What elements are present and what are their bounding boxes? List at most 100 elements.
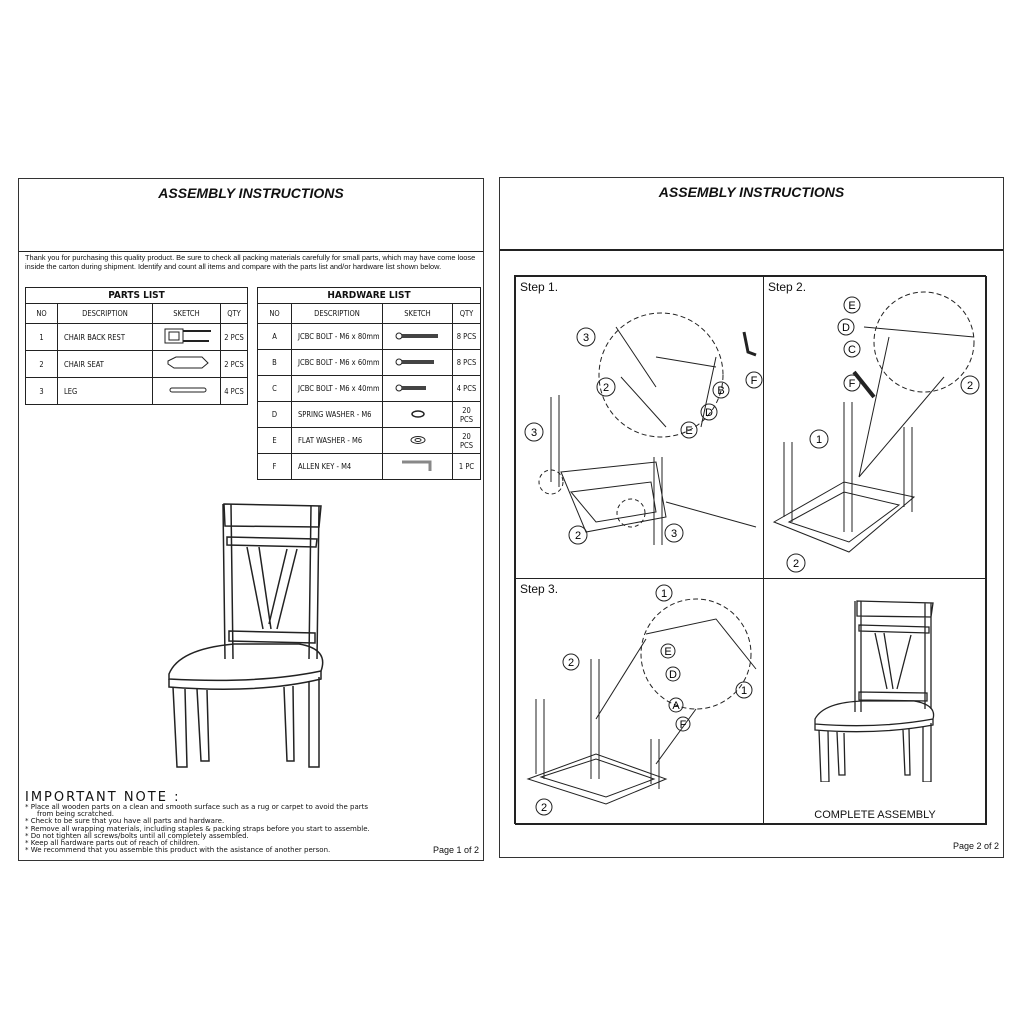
- col-header: NO: [25, 303, 58, 324]
- col-header: QTY: [220, 303, 248, 324]
- callout-label: 2: [603, 382, 609, 394]
- step-label: Step 2.: [768, 280, 807, 294]
- hw-no: D: [257, 401, 292, 428]
- col-header: NO: [257, 303, 292, 324]
- note-line: * Check to be sure that you have all par…: [25, 817, 225, 826]
- hw-no: E: [257, 427, 292, 454]
- callout-label: 2: [575, 530, 581, 542]
- col-header: SKETCH: [382, 303, 453, 324]
- callout-label: 2: [568, 657, 574, 669]
- hw-no: A: [257, 323, 292, 350]
- callout-label: B: [717, 385, 724, 397]
- instruction-page-2: ASSEMBLY INSTRUCTIONS Step 1. 3 2 3 2 3 …: [499, 177, 1004, 858]
- callout-label: C: [848, 344, 856, 356]
- part-desc: LEG: [57, 377, 153, 405]
- step-2-panel: Step 2. E D C F 2 1 2: [763, 276, 987, 579]
- hw-desc: ALLEN KEY - M4: [291, 453, 383, 480]
- callout-label: D: [842, 322, 850, 334]
- step-label: Step 3.: [520, 582, 559, 596]
- hw-qty: 20 PCS: [452, 427, 481, 454]
- callout-label: 1: [661, 588, 667, 600]
- hw-desc: JCBC BOLT - M6 x 60mm: [291, 349, 383, 376]
- note-line: * Place all wooden parts on a clean and …: [25, 803, 369, 811]
- col-header: DESCRIPTION: [57, 303, 153, 324]
- complete-assembly-panel: COMPLETE ASSEMBLY: [763, 578, 987, 825]
- leg-sketch-icon: [152, 377, 221, 405]
- important-note-title: IMPORTANT NOTE :: [25, 790, 181, 805]
- col-header: SKETCH: [152, 303, 221, 324]
- flat-washer-icon: [382, 427, 453, 454]
- callout-label: F: [751, 375, 758, 387]
- spring-washer-icon: [382, 401, 453, 428]
- hw-no: C: [257, 375, 292, 402]
- hw-qty: 8 PCS: [452, 349, 481, 376]
- callout-label: 3: [583, 332, 589, 344]
- callout-label: F: [849, 378, 856, 390]
- callout-label: 2: [793, 558, 799, 570]
- hw-no: F: [257, 453, 292, 480]
- note-line: * We recommend that you assemble this pr…: [25, 846, 331, 855]
- part-qty: 2 PCS: [220, 350, 248, 378]
- hw-qty: 4 PCS: [452, 375, 481, 402]
- part-qty: 2 PCS: [220, 323, 248, 351]
- divider: [19, 251, 483, 252]
- hw-desc: SPRING WASHER - M6: [291, 401, 383, 428]
- part-desc: CHAIR SEAT: [57, 350, 153, 378]
- callout-label: 3: [531, 427, 537, 439]
- callout-label: 2: [967, 380, 973, 392]
- bolt-icon: [382, 375, 453, 402]
- chair-illustration: [168, 503, 324, 768]
- callout-label: A: [672, 700, 680, 712]
- part-desc: CHAIR BACK REST: [57, 323, 153, 351]
- chair-illustration: [814, 600, 935, 782]
- step-3-panel: Step 3. 2 1 E D A F 1 2: [515, 578, 764, 825]
- complete-assembly-label: COMPLETE ASSEMBLY: [814, 809, 936, 821]
- seat-sketch-icon: [152, 350, 221, 378]
- callout-label: E: [848, 300, 855, 312]
- part-no: 1: [25, 323, 58, 351]
- step-label: Step 1.: [520, 280, 559, 294]
- parts-list-title: PARTS LIST: [25, 287, 248, 304]
- hw-desc: JCBC BOLT - M6 x 40mm: [291, 375, 383, 402]
- part-no: 3: [25, 377, 58, 405]
- callout-label: 1: [816, 434, 822, 446]
- part-qty: 4 PCS: [220, 377, 248, 405]
- backrest-sketch-icon: [152, 323, 221, 351]
- step-1-panel: Step 1. 3 2 3 2 3 B F D E: [515, 276, 764, 579]
- bolt-icon: [382, 323, 453, 350]
- step-2-diagram: E D C F 2 1 2: [772, 291, 980, 573]
- hw-desc: JCBC BOLT - M6 x 80mm: [291, 323, 383, 350]
- hw-no: B: [257, 349, 292, 376]
- page-title: ASSEMBLY INSTRUCTIONS: [158, 185, 344, 201]
- steps-grid: Step 1. 3 2 3 2 3 B F D E Step 2. E D C …: [514, 275, 987, 825]
- hw-qty: 1 PC: [452, 453, 481, 480]
- hw-desc: FLAT WASHER - M6: [291, 427, 383, 454]
- col-header: DESCRIPTION: [291, 303, 383, 324]
- page-number: Page 1 of 2: [432, 845, 479, 855]
- note-line: from being scratched.: [37, 810, 114, 819]
- note-line: * Do not tighten all screws/bolts until …: [25, 831, 249, 840]
- step-1-diagram: 3 2 3 2 3 B F D E: [524, 312, 763, 545]
- instruction-page-1: ASSEMBLY INSTRUCTIONS Thank you for purc…: [18, 178, 484, 861]
- callout-label: D: [705, 407, 713, 419]
- allen-key-icon: [382, 453, 453, 480]
- callout-label: D: [669, 669, 677, 681]
- callout-label: 1: [741, 685, 747, 697]
- part-no: 2: [25, 350, 58, 378]
- callout-label: F: [680, 719, 687, 731]
- divider: [500, 249, 1003, 251]
- note-line: * Keep all hardware parts out of reach o…: [25, 839, 200, 848]
- step-3-diagram: 2 1 E D A F 1 2: [526, 584, 757, 816]
- callout-label: E: [685, 425, 692, 437]
